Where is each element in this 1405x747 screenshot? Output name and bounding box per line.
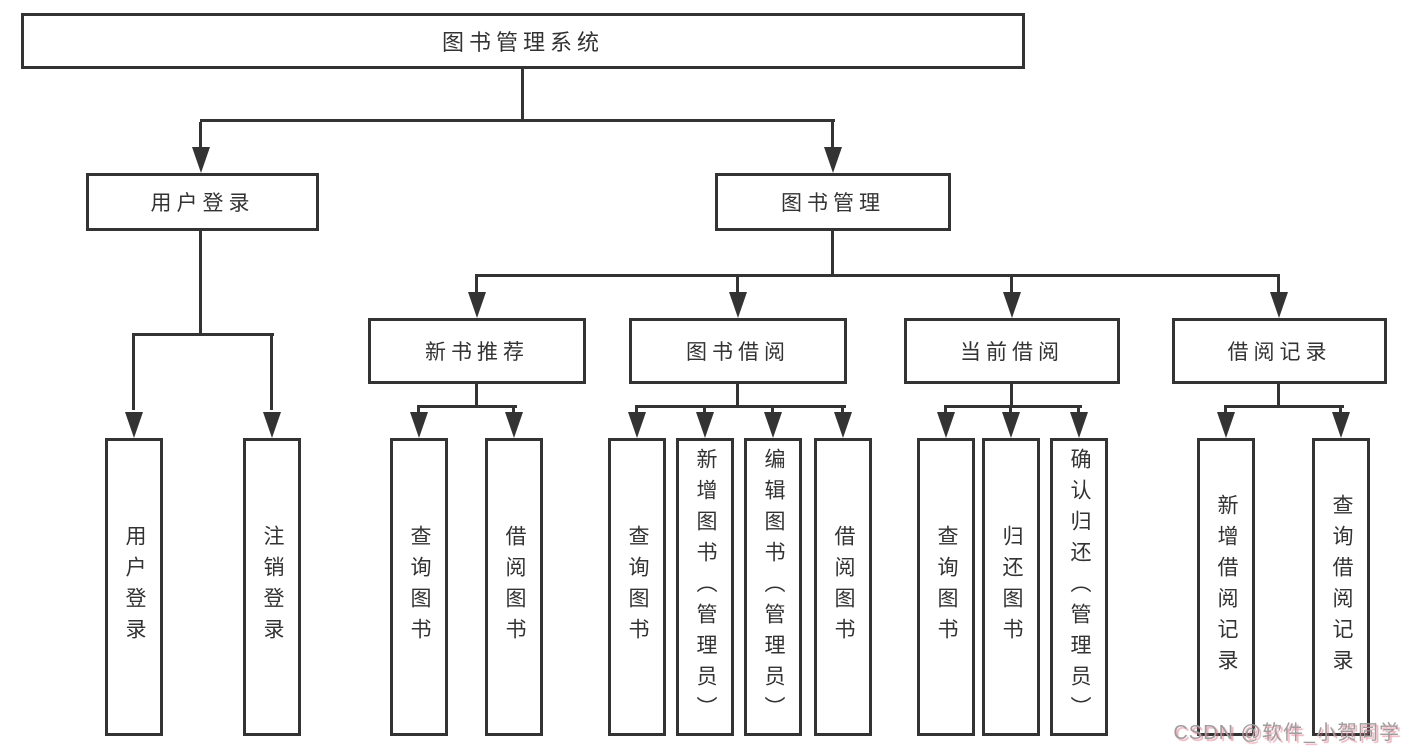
leaf-user-login: 用户登录 bbox=[105, 438, 163, 736]
connector-new-book-split bbox=[417, 405, 517, 408]
leaf-edit-books-admin: 编辑图书（管理员） bbox=[744, 438, 802, 736]
connector-borrow-records-stem bbox=[1277, 384, 1280, 407]
leaf-add-books-admin: 新增图书（管理员） bbox=[676, 438, 734, 736]
arrowhead-leaf-query-1 bbox=[410, 412, 428, 438]
connector-new-book-stem bbox=[475, 384, 478, 407]
csdn-watermark: CSDN @软件_小贺同学 bbox=[1173, 722, 1400, 744]
leaf-query-books-1: 查询图书 bbox=[390, 438, 448, 736]
connector-to-leaf-borrow-2 bbox=[841, 405, 844, 414]
arrowhead-leaf-borrow-2 bbox=[834, 412, 852, 438]
arrowhead-leaf-edit-book bbox=[764, 412, 782, 438]
arrowhead-leaf-borrow-1 bbox=[505, 412, 523, 438]
arrowhead-leaf-logout bbox=[263, 412, 281, 438]
connector-book-borrow-stem bbox=[736, 384, 739, 407]
connector-to-leaf-borrow-1 bbox=[512, 405, 515, 414]
node-library-management-system: 图书管理系统 bbox=[21, 13, 1025, 69]
connector-root-split bbox=[200, 119, 835, 122]
node-current-borrowing: 当前借阅 bbox=[904, 318, 1120, 384]
connector-to-leaf-query-record bbox=[1339, 405, 1342, 414]
arrowhead-current-borrow bbox=[1003, 292, 1021, 318]
connector-to-leaf-query-2 bbox=[635, 405, 638, 414]
leaf-return-books: 归还图书 bbox=[982, 438, 1040, 736]
connector-to-leaf-add-record bbox=[1224, 405, 1227, 414]
arrowhead-leaf-query-3 bbox=[937, 412, 955, 438]
connector-to-book-borrow bbox=[736, 277, 739, 294]
connector-to-leaf-user-login bbox=[132, 336, 135, 410]
connector-to-leaf-add-book bbox=[703, 405, 706, 414]
connector-to-leaf-query-3 bbox=[944, 405, 947, 414]
connector-to-borrow-records bbox=[1277, 277, 1280, 294]
connector-borrow-records-split bbox=[1224, 405, 1344, 408]
connector-current-borrow-stem bbox=[1010, 384, 1013, 407]
node-book-borrowing: 图书借阅 bbox=[629, 318, 847, 384]
leaf-borrow-books-2: 借阅图书 bbox=[814, 438, 872, 736]
node-user-login: 用户登录 bbox=[86, 173, 319, 231]
node-new-book-recommend: 新书推荐 bbox=[368, 318, 586, 384]
leaf-query-books-2: 查询图书 bbox=[608, 438, 666, 736]
leaf-confirm-return-admin: 确认归还（管理员） bbox=[1050, 438, 1108, 736]
connector-to-book-mgmt bbox=[831, 122, 834, 148]
connector-to-leaf-logout bbox=[270, 336, 273, 410]
arrowhead-borrow-records bbox=[1270, 292, 1288, 318]
leaf-logout: 注销登录 bbox=[243, 438, 301, 736]
connector-user-login-stem bbox=[199, 231, 202, 333]
node-book-management: 图书管理 bbox=[715, 173, 951, 231]
connector-to-leaf-query-1 bbox=[417, 405, 420, 414]
arrowhead-user-login bbox=[192, 147, 210, 173]
arrowhead-book-mgmt bbox=[824, 147, 842, 173]
arrowhead-book-borrow bbox=[729, 292, 747, 318]
connector-to-leaf-return-book bbox=[1009, 405, 1012, 414]
leaf-query-borrow-record: 查询借阅记录 bbox=[1312, 438, 1370, 736]
leaf-query-books-3: 查询图书 bbox=[917, 438, 975, 736]
leaf-borrow-books-1: 借阅图书 bbox=[485, 438, 543, 736]
connector-user-login-split bbox=[132, 333, 274, 336]
arrowhead-leaf-return-book bbox=[1002, 412, 1020, 438]
connector-to-leaf-edit-book bbox=[771, 405, 774, 414]
leaf-add-borrow-record: 新增借阅记录 bbox=[1197, 438, 1255, 736]
connector-to-user-login bbox=[199, 122, 202, 148]
arrowhead-leaf-query-record bbox=[1332, 412, 1350, 438]
connector-to-leaf-confirm-return bbox=[1077, 405, 1080, 414]
connector-current-borrow-split bbox=[944, 405, 1082, 408]
connector-root-stem bbox=[521, 69, 524, 121]
arrowhead-leaf-add-book bbox=[696, 412, 714, 438]
arrowhead-leaf-query-2 bbox=[628, 412, 646, 438]
arrowhead-leaf-add-record bbox=[1217, 412, 1235, 438]
connector-to-current-borrow bbox=[1010, 277, 1013, 294]
arrowhead-leaf-user-login bbox=[125, 412, 143, 438]
connector-book-mgmt-stem bbox=[831, 231, 834, 274]
arrowhead-leaf-confirm-return bbox=[1070, 412, 1088, 438]
connector-book-mgmt-split bbox=[475, 274, 1280, 277]
connector-to-new-book bbox=[475, 277, 478, 294]
arrowhead-new-book bbox=[468, 292, 486, 318]
node-borrowing-records: 借阅记录 bbox=[1172, 318, 1387, 384]
connector-book-borrow-split bbox=[635, 405, 846, 408]
